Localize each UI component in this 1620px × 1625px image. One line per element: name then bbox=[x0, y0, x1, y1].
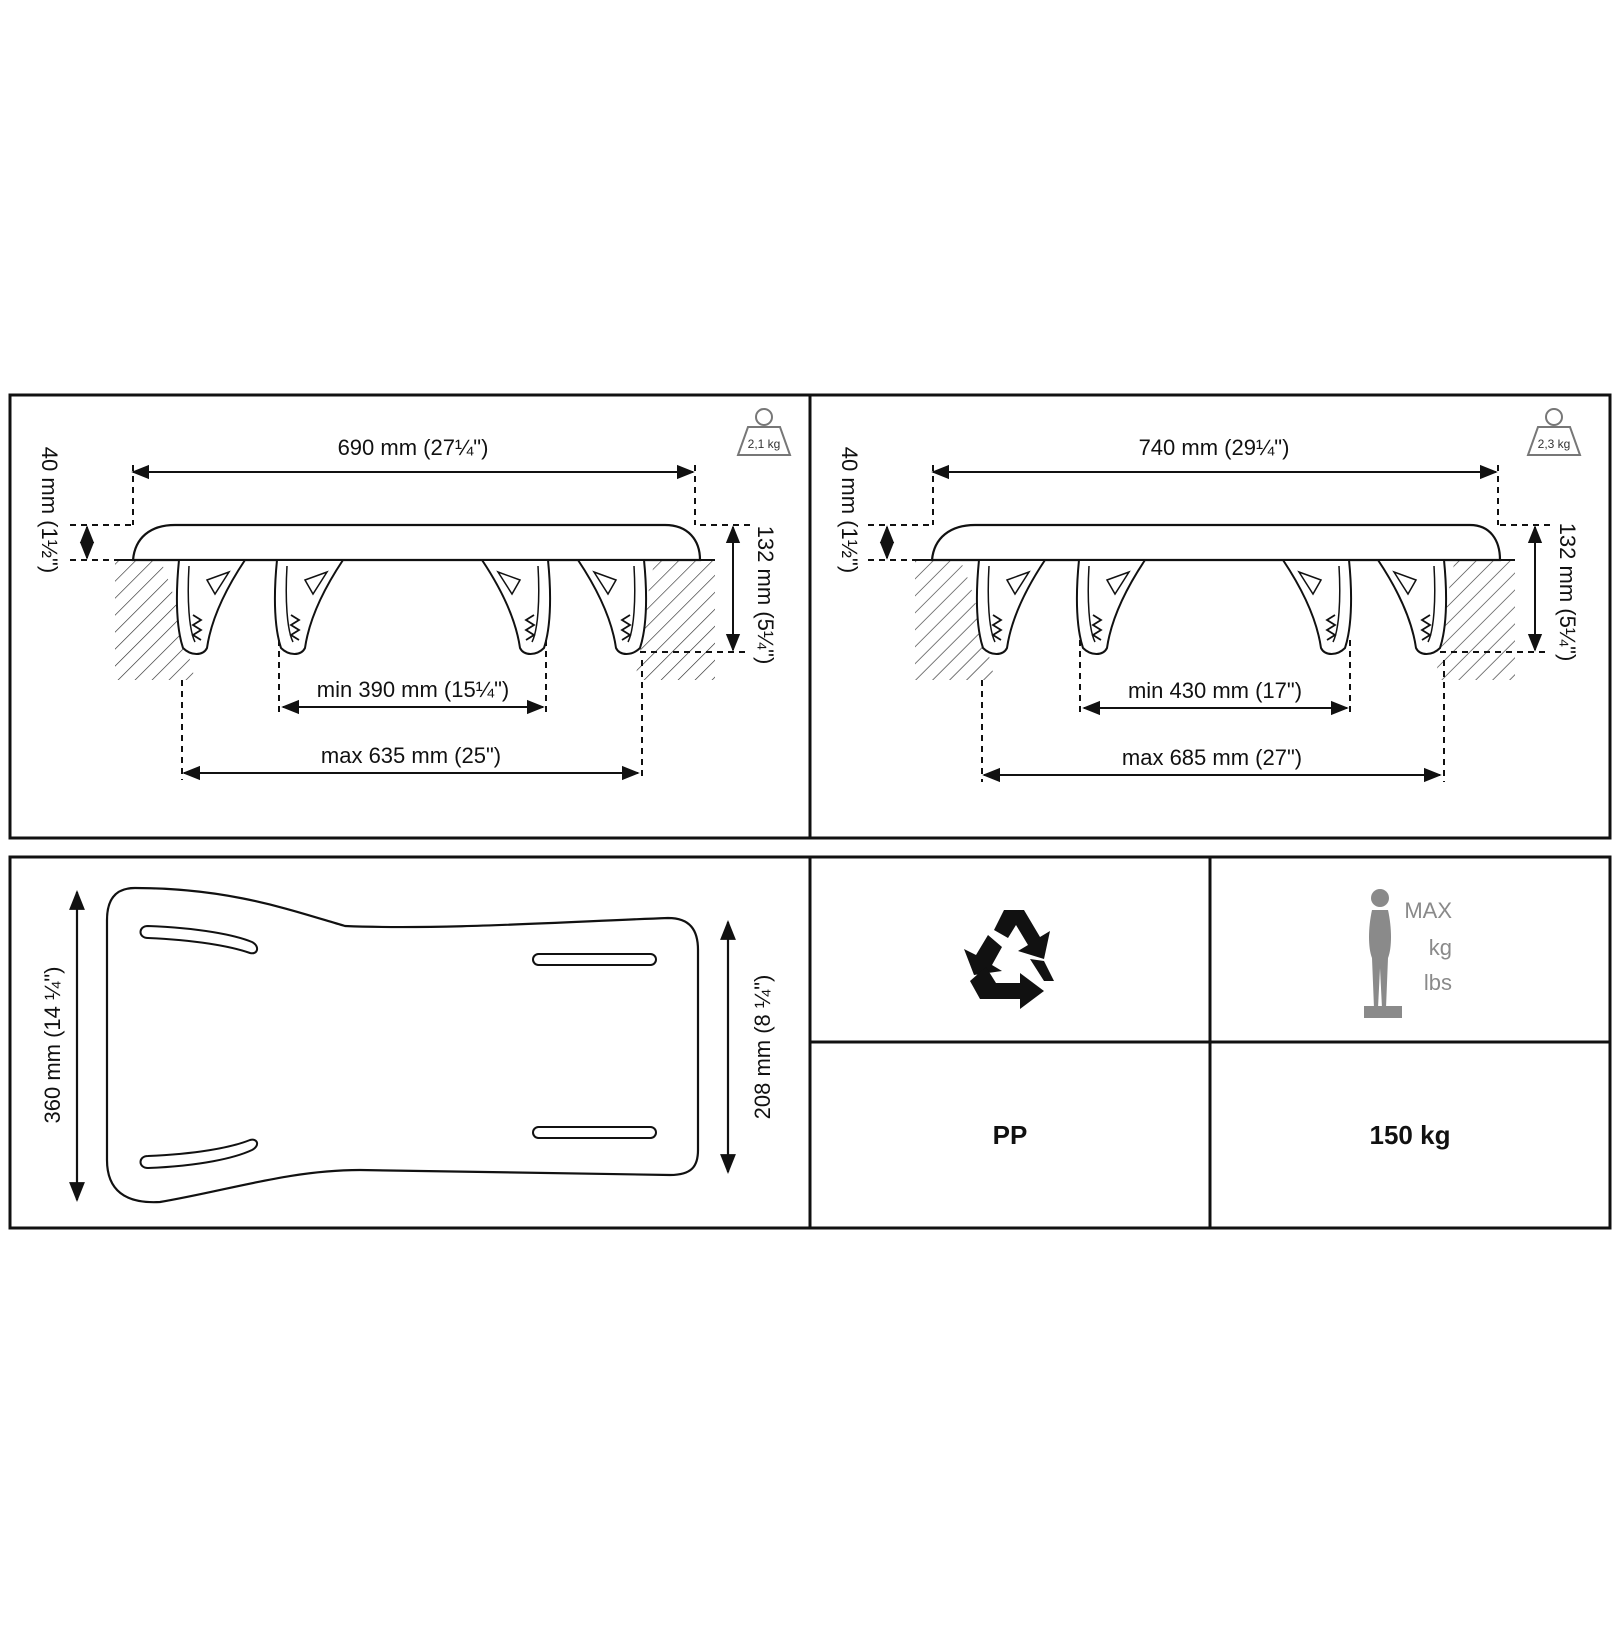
top-view-depth-right-label: 208 mm (8 ¼") bbox=[750, 975, 775, 1120]
kg-label: kg bbox=[1429, 935, 1452, 960]
max-load-value: 150 kg bbox=[1370, 1120, 1451, 1150]
left-height-label: 132 mm (5¼") bbox=[753, 526, 778, 665]
right-thickness-label: 40 mm (1½") bbox=[837, 447, 862, 573]
right-min-span-label: min 430 mm (17") bbox=[1128, 678, 1302, 703]
right-total-width-label: 740 mm (29¼") bbox=[1139, 435, 1290, 460]
right-height-label: 132 mm (5¼") bbox=[1555, 523, 1580, 662]
lbs-label: lbs bbox=[1424, 970, 1452, 995]
left-thickness-label: 40 mm (1½") bbox=[37, 447, 62, 573]
person-on-scale-icon bbox=[1364, 889, 1402, 1018]
right-max-span-label: max 685 mm (27") bbox=[1122, 745, 1302, 770]
left-min-span-label: min 390 mm (15¼") bbox=[317, 677, 509, 702]
max-label: MAX bbox=[1404, 898, 1452, 923]
weight-icon: 2,3 kg bbox=[1526, 408, 1582, 456]
left-max-span-label: max 635 mm (25") bbox=[321, 743, 501, 768]
recycle-icon bbox=[964, 910, 1054, 1009]
left-weight-label: 2,1 kg bbox=[748, 437, 781, 451]
top-view: 360 mm (14 ¼") 208 mm (8 ¼") bbox=[40, 886, 775, 1204]
right-weight-label: 2,3 kg bbox=[1538, 437, 1571, 451]
top-view-depth-left-label: 360 mm (14 ¼") bbox=[40, 967, 65, 1124]
material-value: PP bbox=[993, 1120, 1028, 1150]
weight-icon: 2,1 kg bbox=[736, 408, 792, 456]
right-profile-view: 740 mm (29¼") min 430 mm (17") max 685 m… bbox=[837, 408, 1582, 783]
left-profile-view: 690 mm (27¼") min 390 mm (15¼") max 635 … bbox=[37, 408, 792, 781]
left-total-width-label: 690 mm (27¼") bbox=[338, 435, 489, 460]
